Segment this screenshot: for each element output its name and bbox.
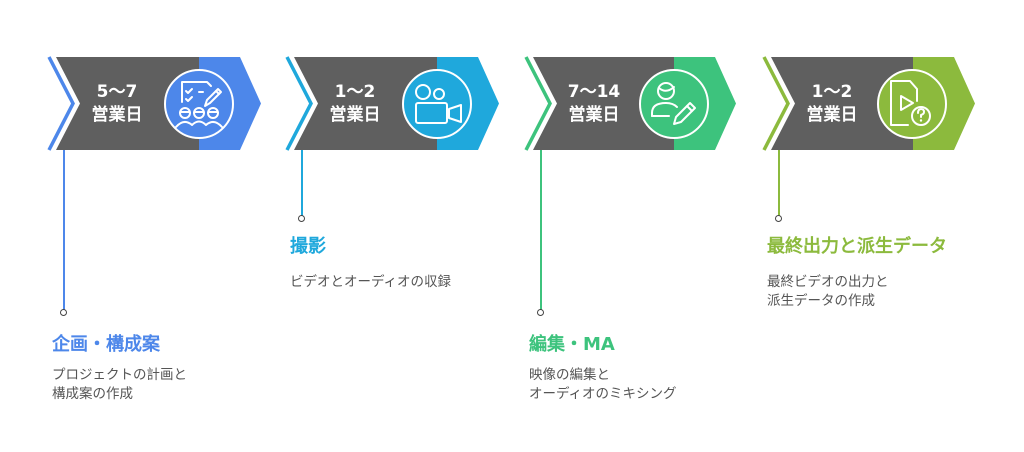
chevron-outline xyxy=(47,56,75,151)
duration-label: 1〜2 営業日 xyxy=(782,81,882,127)
person-edit-icon xyxy=(651,82,696,125)
arrow-body xyxy=(533,57,674,150)
step-arrow xyxy=(762,56,975,151)
duration-range: 1〜2 xyxy=(334,82,376,102)
chevron-outline xyxy=(285,56,313,151)
description-line: オーディオのミキシング xyxy=(529,386,677,402)
checklist-team-icon xyxy=(175,81,223,128)
step-arrow xyxy=(47,56,261,151)
video-camera-icon xyxy=(415,84,462,124)
connector-dot xyxy=(298,215,305,222)
step-description: ビデオとオーディオの収録 xyxy=(290,273,451,292)
connector-line xyxy=(778,150,780,216)
duration-range: 1〜2 xyxy=(811,82,853,102)
step-description: 映像の編集と オーディオのミキシング xyxy=(529,366,677,404)
step-title: 編集・MA xyxy=(529,334,615,355)
chevron-outline xyxy=(524,56,552,151)
step-arrow xyxy=(285,56,499,151)
description-line: 派生データの作成 xyxy=(767,293,875,309)
timeline-step: 7〜14 営業日 編集・MA 映像の編集と オーディオのミキシング xyxy=(477,0,757,452)
step-description: プロジェクトの計画と 構成案の作成 xyxy=(52,366,187,404)
connector-dot xyxy=(775,215,782,222)
connector-dot xyxy=(537,309,544,316)
description-line: プロジェクトの計画と xyxy=(52,367,187,383)
duration-unit: 営業日 xyxy=(91,105,143,125)
description-line: 映像の編集と xyxy=(529,367,610,383)
connector-line xyxy=(63,150,65,310)
description-line: 構成案の作成 xyxy=(52,386,133,402)
duration-label: 5〜7 営業日 xyxy=(67,81,167,127)
video-file-question-icon xyxy=(890,80,931,126)
step-arrow xyxy=(524,56,736,151)
duration-unit: 営業日 xyxy=(329,105,381,125)
duration-range: 5〜7 xyxy=(96,82,138,102)
step-description: 最終ビデオの出力と 派生データの作成 xyxy=(767,273,889,311)
arrow-body xyxy=(56,57,199,150)
duration-label: 7〜14 営業日 xyxy=(544,81,644,127)
timeline-step: 1〜2 営業日 撮影 ビデオとオーディオの収録 xyxy=(238,0,518,452)
arrow-body xyxy=(294,57,437,150)
icon-badge xyxy=(164,69,234,139)
step-title: 企画・構成案 xyxy=(52,334,160,355)
chevron-outline xyxy=(762,56,790,151)
duration-label: 1〜2 営業日 xyxy=(305,81,405,127)
arrow-body xyxy=(771,57,913,150)
connector-line xyxy=(540,150,542,310)
step-title: 最終出力と派生データ xyxy=(767,236,947,257)
connector-line xyxy=(301,150,303,216)
timeline-step: 1〜2 営業日 最終出力と派生データ 最終ビデオの出力と 派生データの作成 xyxy=(715,0,995,452)
duration-unit: 営業日 xyxy=(568,105,620,125)
connector-dot xyxy=(60,309,67,316)
description-line: 最終ビデオの出力と xyxy=(767,274,889,290)
step-title: 撮影 xyxy=(290,236,326,257)
duration-range: 7〜14 xyxy=(567,82,621,102)
description-line: ビデオとオーディオの収録 xyxy=(290,274,452,290)
duration-unit: 営業日 xyxy=(806,105,858,125)
timeline-step: 5〜7 営業日 企画・構成案 プロジェクトの計画と 構成案の作成 xyxy=(0,0,280,452)
